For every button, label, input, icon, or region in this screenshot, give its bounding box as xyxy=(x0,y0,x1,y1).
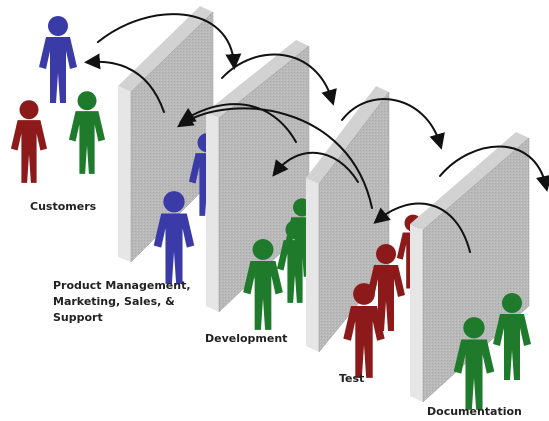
label-development: Development xyxy=(205,332,287,345)
arrow-pm-to-customers-icon xyxy=(84,53,165,113)
arrow-test-to-dev-icon xyxy=(272,151,359,183)
arrow-test-to-doc-icon xyxy=(439,145,549,192)
arrow-customers-to-pm-icon xyxy=(97,13,242,70)
arrow-test-to-pm-icon xyxy=(176,107,373,209)
customer-red-person-icon xyxy=(10,100,48,183)
label-product-line-1: Product Management, xyxy=(53,279,191,292)
label-customers: Customers xyxy=(30,200,97,213)
arrow-dev-to-pm-icon xyxy=(178,103,297,143)
wall-1-icon xyxy=(118,6,214,263)
arrow-doc-to-test-icon xyxy=(373,202,471,253)
label-test: Test xyxy=(339,372,364,385)
customer-green-person-icon xyxy=(68,91,106,174)
label-documentation: Documentation xyxy=(427,405,522,418)
label-product-line-2: Marketing, Sales, & xyxy=(53,295,175,308)
label-product-line-3: Support xyxy=(53,311,103,324)
wall-4-icon xyxy=(410,132,530,403)
arrow-pm-to-dev-icon xyxy=(221,53,337,106)
customer-blue-person-icon xyxy=(39,16,77,103)
arrow-dev-to-test-icon xyxy=(341,98,445,150)
